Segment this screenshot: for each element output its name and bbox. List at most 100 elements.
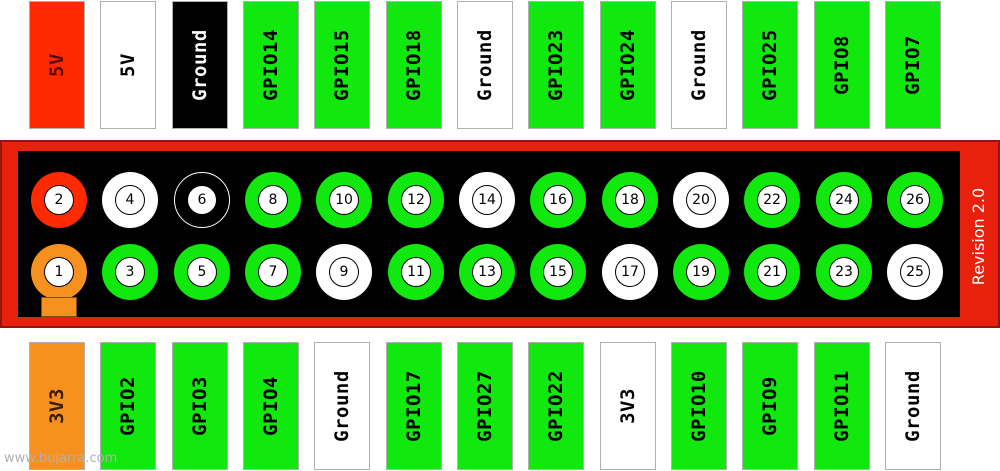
bottom-label-gpio17: GPIO17 <box>386 342 442 470</box>
revision-label: Revision 2.0 <box>966 142 992 330</box>
pin-number: 6 <box>187 185 217 215</box>
pin-18: 18 <box>602 172 658 228</box>
pin-13: 13 <box>459 244 515 300</box>
pin-number: 7 <box>258 257 288 287</box>
bottom-label-gpio10: GPIO10 <box>671 342 727 470</box>
pin-17: 17 <box>602 244 658 300</box>
pin-number: 17 <box>615 257 645 287</box>
pin-name: Ground <box>474 29 497 101</box>
pin-15: 15 <box>530 244 586 300</box>
pin-number: 19 <box>686 257 716 287</box>
pin-1: 1 <box>31 244 87 300</box>
pin-11: 11 <box>388 244 444 300</box>
pin-10: 10 <box>316 172 372 228</box>
pin-25: 25 <box>887 244 943 300</box>
pin-12: 12 <box>388 172 444 228</box>
pin-number: 24 <box>829 185 859 215</box>
pin-2: 2 <box>31 172 87 228</box>
pin-9: 9 <box>316 244 372 300</box>
pin-8: 8 <box>245 172 301 228</box>
pin-name: GPIO9 <box>759 376 782 436</box>
pin-number: 25 <box>900 257 930 287</box>
pin-name: Ground <box>331 370 354 442</box>
pin-number: 2 <box>44 185 74 215</box>
pin-number: 20 <box>686 185 716 215</box>
pin-name: Ground <box>688 29 711 101</box>
top-label-5v: 5V <box>100 1 156 129</box>
pin-number: 1 <box>44 257 74 287</box>
top-label-5v: 5V <box>29 1 85 129</box>
pin-name: 3V3 <box>616 388 639 424</box>
pin-4: 4 <box>102 172 158 228</box>
pin-number: 21 <box>757 257 787 287</box>
pin-name: GPIO27 <box>474 370 497 442</box>
pin-3: 3 <box>102 244 158 300</box>
top-label-ground: Ground <box>172 1 228 129</box>
pin-name: GPIO2 <box>117 376 140 436</box>
pin-name: GPIO24 <box>617 29 640 101</box>
top-label-gpio15: GPIO15 <box>314 1 370 129</box>
pin-name: GPIO15 <box>331 29 354 101</box>
pin-name: GPIO17 <box>403 370 426 442</box>
pin-name: Ground <box>189 29 212 101</box>
pin1-marker-tab <box>41 297 77 317</box>
pin-21: 21 <box>744 244 800 300</box>
pin-24: 24 <box>816 172 872 228</box>
pin-number: 5 <box>187 257 217 287</box>
pin-number: 26 <box>900 185 930 215</box>
pin-name: GPIO14 <box>260 29 283 101</box>
top-label-gpio24: GPIO24 <box>600 1 656 129</box>
pin-number: 3 <box>115 257 145 287</box>
top-label-ground: Ground <box>457 1 513 129</box>
top-label-gpio7: GPIO7 <box>885 1 941 129</box>
pin-7: 7 <box>245 244 301 300</box>
pin-number: 4 <box>115 185 145 215</box>
pin-name: GPIO22 <box>545 370 568 442</box>
pin-number: 13 <box>472 257 502 287</box>
bottom-label-gpio27: GPIO27 <box>457 342 513 470</box>
top-label-ground: Ground <box>671 1 727 129</box>
pin-number: 14 <box>472 185 502 215</box>
pin-number: 16 <box>543 185 573 215</box>
revision-text: Revision 2.0 <box>969 187 989 285</box>
bottom-label-3v3: 3V3 <box>600 342 656 470</box>
pin-14: 14 <box>459 172 515 228</box>
top-label-gpio8: GPIO8 <box>814 1 870 129</box>
pin-number: 18 <box>615 185 645 215</box>
pin-name: GPIO4 <box>260 376 283 436</box>
pin-23: 23 <box>816 244 872 300</box>
pin-name: GPIO10 <box>688 370 711 442</box>
pin-name: GPIO3 <box>189 376 212 436</box>
pin-number: 12 <box>401 185 431 215</box>
pin-number: 9 <box>329 257 359 287</box>
pin-name: GPIO25 <box>759 29 782 101</box>
bottom-label-gpio4: GPIO4 <box>243 342 299 470</box>
pin-19: 19 <box>673 244 729 300</box>
pin-26: 26 <box>887 172 943 228</box>
pin-5: 5 <box>174 244 230 300</box>
pin-name: GPIO7 <box>902 35 925 95</box>
pin-number: 15 <box>543 257 573 287</box>
bottom-label-gpio22: GPIO22 <box>528 342 584 470</box>
pin-name: 3V3 <box>45 388 68 424</box>
top-label-gpio14: GPIO14 <box>243 1 299 129</box>
pin-number: 22 <box>757 185 787 215</box>
pin-name: GPIO8 <box>831 35 854 95</box>
bottom-label-gpio2: GPIO2 <box>100 342 156 470</box>
bottom-label-3v3: 3V3 <box>29 342 85 470</box>
bottom-label-ground: Ground <box>314 342 370 470</box>
pin-22: 22 <box>744 172 800 228</box>
bottom-label-ground: Ground <box>885 342 941 470</box>
top-label-gpio23: GPIO23 <box>528 1 584 129</box>
pin-name: Ground <box>902 370 925 442</box>
pin-name: GPIO11 <box>831 370 854 442</box>
pin-name: GPIO18 <box>403 29 426 101</box>
top-label-gpio18: GPIO18 <box>386 1 442 129</box>
pin-number: 10 <box>329 185 359 215</box>
watermark: www.bujarra.com <box>4 451 118 466</box>
pin-6: 6 <box>174 172 230 228</box>
pin-16: 16 <box>530 172 586 228</box>
pin-20: 20 <box>673 172 729 228</box>
